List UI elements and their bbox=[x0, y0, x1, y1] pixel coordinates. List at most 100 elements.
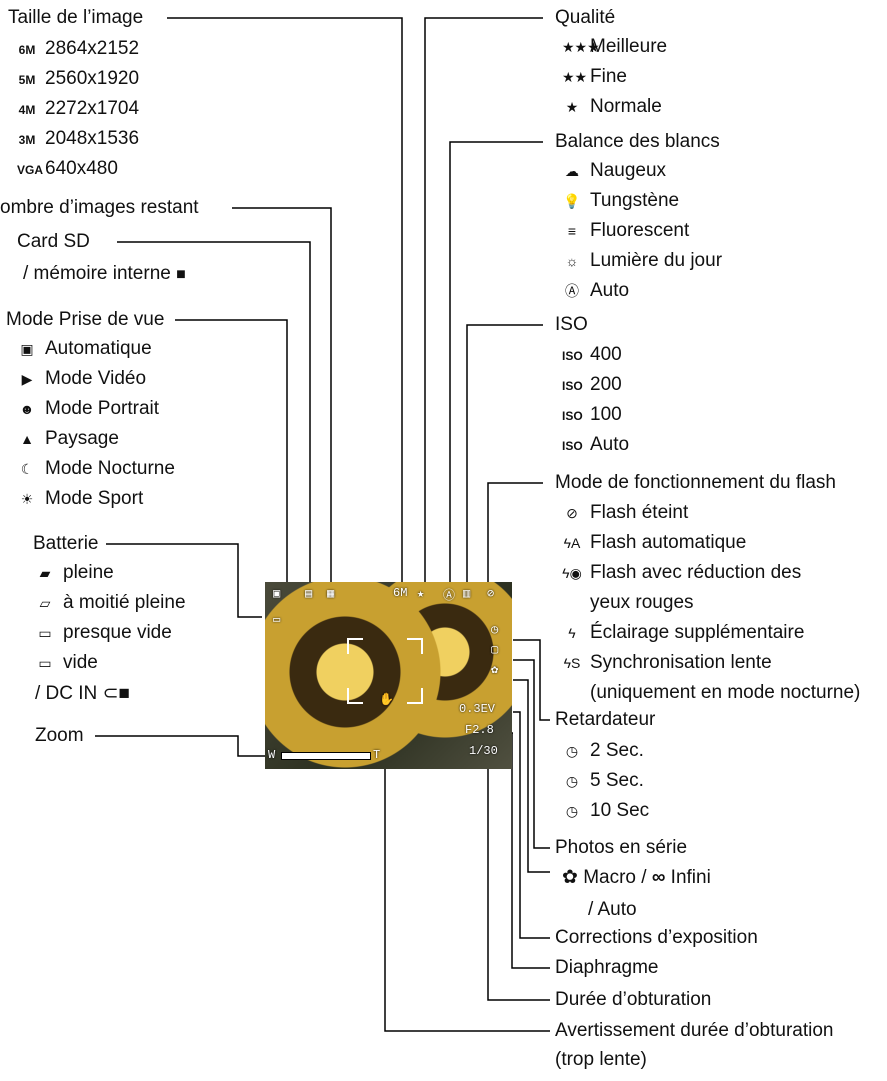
af-bracket-tl bbox=[347, 638, 363, 654]
flash-label: Synchronisation lente bbox=[590, 652, 772, 673]
mode-icon: ☾ bbox=[20, 461, 34, 477]
lcd-aperture: F2.8 bbox=[465, 723, 494, 737]
qualite-item: ★★Fine bbox=[562, 66, 627, 88]
balance-label: Naugeux bbox=[590, 160, 667, 181]
camera-auto-icon: ▣ bbox=[273, 587, 281, 601]
infinity-icon: ∞ bbox=[651, 867, 666, 888]
iso-icon: ISO bbox=[562, 349, 583, 363]
flash-label: Éclairage supplémentaire bbox=[590, 622, 805, 643]
batterie-icon: ▭ bbox=[38, 625, 52, 641]
batterie-title: Batterie bbox=[33, 533, 99, 554]
retard-label: 10 Sec bbox=[590, 800, 650, 821]
taille-label: 2048x1536 bbox=[45, 128, 140, 149]
corrections: Corrections d’exposition bbox=[555, 927, 758, 948]
qualite-label: Normale bbox=[590, 96, 662, 117]
qualite-item: ★★★Meilleure bbox=[562, 36, 667, 58]
flash-item: (uniquement en mode nocturne) bbox=[562, 682, 860, 704]
taille-item: 3M 2048x1536 bbox=[17, 128, 139, 151]
balance-label: Auto bbox=[590, 280, 630, 301]
taille-item: 6M 2864x2152 bbox=[17, 38, 139, 61]
lcd-ev: 0.3EV bbox=[459, 702, 496, 716]
qualite-icon: ★★★ bbox=[562, 39, 600, 55]
retard-title: Retardateur bbox=[555, 709, 656, 730]
iso-label: 100 bbox=[590, 404, 622, 425]
taille-icon: 5M bbox=[18, 73, 36, 87]
nombre-title: ombre d’images restant bbox=[0, 197, 199, 218]
taille-label: 2272x1704 bbox=[45, 98, 140, 119]
batterie-label: vide bbox=[63, 652, 98, 673]
lcd-size: 6M bbox=[393, 586, 408, 600]
mode-label: Automatique bbox=[45, 338, 152, 359]
zoom-t: T bbox=[373, 748, 381, 762]
mode-item: ☾ Mode Nocturne bbox=[17, 458, 175, 480]
batterie-label: pleine bbox=[63, 562, 114, 583]
taille-title: Taille de l’image bbox=[8, 7, 144, 28]
batterie-item: ▱à moitié pleine bbox=[35, 592, 186, 614]
shake-warning-icon: ✋ bbox=[379, 693, 394, 707]
qualite-title: Qualité bbox=[555, 7, 616, 28]
flash-icon: ⊘ bbox=[566, 505, 578, 521]
af-bracket-bl bbox=[347, 688, 363, 704]
taille-label: 2560x1920 bbox=[45, 68, 140, 89]
balance-title: Balance des blancs bbox=[555, 131, 720, 152]
flash-item: ϟ◉ Flash avec réduction des bbox=[562, 562, 801, 584]
taille-label: 2864x2152 bbox=[45, 38, 140, 59]
balance-icon: 💡 bbox=[563, 193, 581, 209]
qualite-item: ★Normale bbox=[562, 96, 662, 118]
balance-item: 💡Tungstène bbox=[562, 190, 679, 212]
balance-icon: ☼ bbox=[565, 253, 579, 269]
lcd-shutter: 1/30 bbox=[469, 744, 498, 758]
batterie-label: presque vide bbox=[63, 622, 172, 643]
dc-plug-icon: ⊂■ bbox=[102, 683, 130, 704]
mode-item: ▶Mode Vidéo bbox=[17, 368, 146, 390]
balance-item: ☁ Naugeux bbox=[562, 160, 666, 182]
camera-lcd-screen: ▣ ▤ ▦ 6M ★ Ⓐ ▥ ⊘ ▭ ◷ ▢ ✿ 0.3EV F2.8 1/30… bbox=[265, 582, 512, 769]
flash-icon: ϟ bbox=[568, 625, 576, 641]
images-count-icon: ▦ bbox=[327, 587, 335, 601]
flash-icon: ϟ◉ bbox=[562, 565, 582, 581]
taille-icon: 6M bbox=[18, 43, 36, 57]
retard-label: 5 Sec. bbox=[590, 770, 644, 791]
flash-label: yeux rouges bbox=[590, 592, 694, 613]
iso-label: Auto bbox=[590, 434, 630, 455]
qualite-icon: ★★ bbox=[562, 69, 588, 85]
burst-icon: ▢ bbox=[491, 643, 499, 657]
qualite-label: Meilleure bbox=[590, 36, 668, 57]
iso-label: 200 bbox=[590, 374, 622, 395]
mode-item: ▲Paysage bbox=[17, 428, 119, 450]
mode-label: Mode Sport bbox=[45, 488, 144, 509]
retard-item: ◷10 Sec bbox=[562, 800, 649, 822]
duree: Durée d’obturation bbox=[555, 989, 712, 1010]
balance-icon: ☁ bbox=[565, 163, 579, 179]
af-bracket-br bbox=[407, 688, 423, 704]
iso-auto-icon: ▥ bbox=[463, 587, 471, 601]
retard-item: ◷2 Sec. bbox=[562, 740, 644, 762]
mode-item: ▣Automatique bbox=[17, 338, 152, 360]
flash-item: yeux rouges bbox=[562, 592, 694, 614]
iso-title: ISO bbox=[555, 314, 588, 335]
flash-label: Flash avec réduction des bbox=[590, 562, 802, 583]
flash-icon: ϟA bbox=[563, 535, 581, 551]
flash-label: Flash éteint bbox=[590, 502, 689, 523]
batterie-item: ▭vide bbox=[35, 652, 98, 674]
mode-label: Mode Nocturne bbox=[45, 458, 175, 479]
flash-label: (uniquement en mode nocturne) bbox=[590, 682, 861, 703]
macro-auto: / Auto bbox=[588, 899, 637, 920]
diaphragme: Diaphragme bbox=[555, 957, 659, 978]
batterie-item: ▭ presque vide bbox=[35, 622, 172, 644]
taille-icon: VGA bbox=[17, 163, 44, 177]
balance-label: Lumière du jour bbox=[590, 250, 723, 271]
batterie-icon: ▱ bbox=[39, 595, 51, 611]
iso-label: 400 bbox=[590, 344, 622, 365]
balance-item: ☼ Lumière du jour bbox=[562, 250, 722, 272]
avert: Avertissement durée d’obturation bbox=[555, 1020, 834, 1041]
taille-icon: 3M bbox=[18, 133, 36, 147]
avert-sub: (trop lente) bbox=[555, 1049, 647, 1070]
qualite-label: Fine bbox=[590, 66, 627, 87]
mode-label: Paysage bbox=[45, 428, 119, 449]
iso-icon: ISO bbox=[562, 409, 583, 423]
